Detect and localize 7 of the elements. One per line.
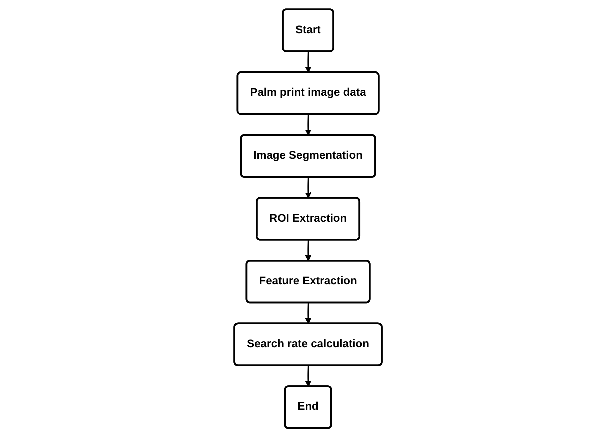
arrow <box>305 240 312 262</box>
arrow <box>305 52 312 74</box>
arrow <box>305 366 312 388</box>
arrow <box>305 177 312 199</box>
flowchart-drawing: Start Palm print image data Image Segmentation ROI Extraction Feature Extraction Search rate calculation End <box>228 4 388 434</box>
arrow <box>305 303 312 324</box>
arrow <box>305 114 312 136</box>
